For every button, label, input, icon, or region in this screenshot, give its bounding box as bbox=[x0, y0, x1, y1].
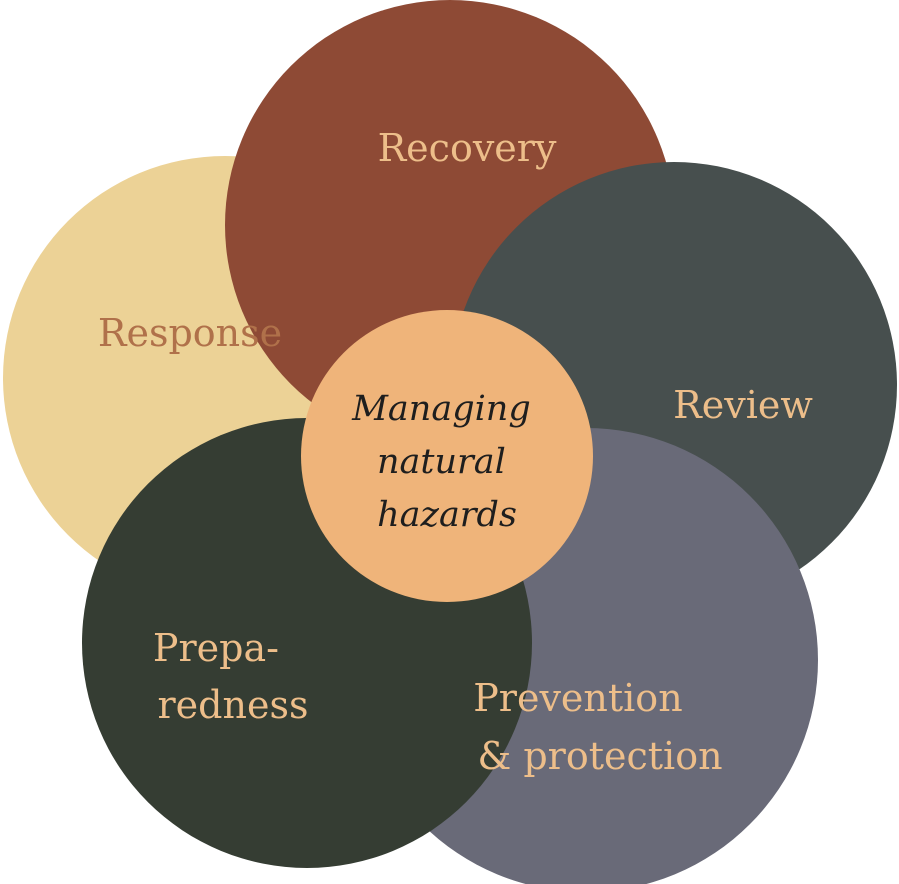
label-center-line-3: hazards bbox=[377, 495, 517, 535]
label-prevention: Prevention & protection bbox=[473, 676, 722, 778]
label-recovery-line: Recovery bbox=[378, 126, 557, 170]
circle-center bbox=[301, 310, 593, 602]
label-center-line-2: natural bbox=[377, 442, 506, 482]
label-recovery: Recovery bbox=[378, 126, 557, 170]
label-review: Review bbox=[673, 383, 813, 427]
label-prevention-line-2: & protection bbox=[477, 734, 722, 778]
label-preparedness-line-1: Prepa- bbox=[153, 626, 279, 670]
label-center-line-1: Managing bbox=[351, 389, 531, 429]
label-response-line: Response bbox=[98, 311, 282, 355]
label-prevention-line-1: Prevention bbox=[473, 676, 682, 720]
label-preparedness: Prepa- redness bbox=[153, 626, 309, 727]
label-review-line: Review bbox=[673, 383, 813, 427]
label-preparedness-line-2: redness bbox=[158, 683, 309, 727]
label-center: Managing natural hazards bbox=[351, 389, 542, 535]
label-response: Response bbox=[98, 311, 282, 355]
